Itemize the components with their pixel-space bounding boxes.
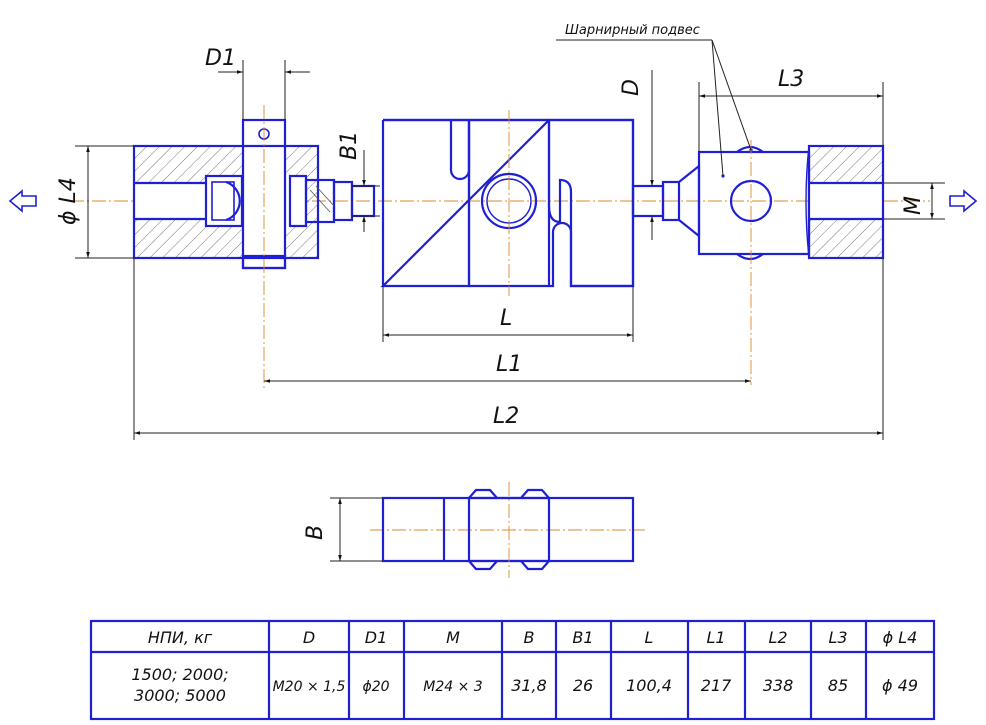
right-force-arrow: [949, 189, 978, 213]
table-cell-npi-line1: 1500; 2000;: [131, 665, 228, 684]
dim-L3-label: L3: [778, 67, 804, 92]
table-cell-L3: 85: [828, 676, 848, 695]
dim-L1-label: L1: [496, 352, 522, 377]
dimension-lines: [75, 39, 945, 440]
table-header-L2: L2: [768, 628, 787, 647]
dim-D-label: D: [619, 79, 644, 96]
table-cell-B1: 26: [573, 676, 593, 695]
table-header-D1: D1: [365, 628, 388, 647]
spec-table: [89, 619, 936, 721]
table-cell-npi-line2: 3000; 5000: [134, 686, 226, 705]
right-hinge-assembly: [631, 140, 885, 385]
table-header-phiL4: ϕ L4: [883, 628, 918, 647]
table-cell-phiL4: ϕ 49: [882, 676, 918, 695]
top-view: [330, 482, 645, 578]
table-cell-D: M20 × 1,5: [273, 679, 346, 695]
dim-B1-label: B1: [337, 131, 362, 160]
dim-L2-label: L2: [493, 404, 519, 429]
table-cell-L2: 338: [763, 676, 794, 695]
table-header-L: L: [645, 628, 654, 647]
table-header-L3: L3: [828, 628, 847, 647]
table-header-B: B: [524, 628, 535, 647]
table-cell-D1: ϕ20: [362, 679, 389, 695]
table-header-B1: B1: [572, 628, 593, 647]
table-cell-M: M24 × 3: [423, 679, 482, 695]
table-cell-B: 31,8: [511, 676, 547, 695]
dim-M-label: M: [901, 196, 926, 215]
table-header-D: D: [303, 628, 315, 647]
s-beam-load-cell: [380, 110, 635, 296]
table-header-L1: L1: [706, 628, 725, 647]
dim-B-label: B: [303, 525, 328, 540]
left-force-arrow: [8, 189, 37, 213]
left-end-block: [132, 105, 376, 390]
table-cell-L: 100,4: [626, 676, 672, 695]
dim-L-label: L: [500, 306, 512, 331]
table-header-npi: НПИ, кг: [148, 628, 213, 647]
table-header-M: M: [446, 628, 460, 647]
hinge-label: Шарнирный подвес: [565, 23, 700, 38]
table-cell-L1: 217: [701, 676, 732, 695]
dim-phiL4-label: ϕ L4: [56, 177, 81, 225]
dim-D1-label: D1: [205, 46, 236, 71]
